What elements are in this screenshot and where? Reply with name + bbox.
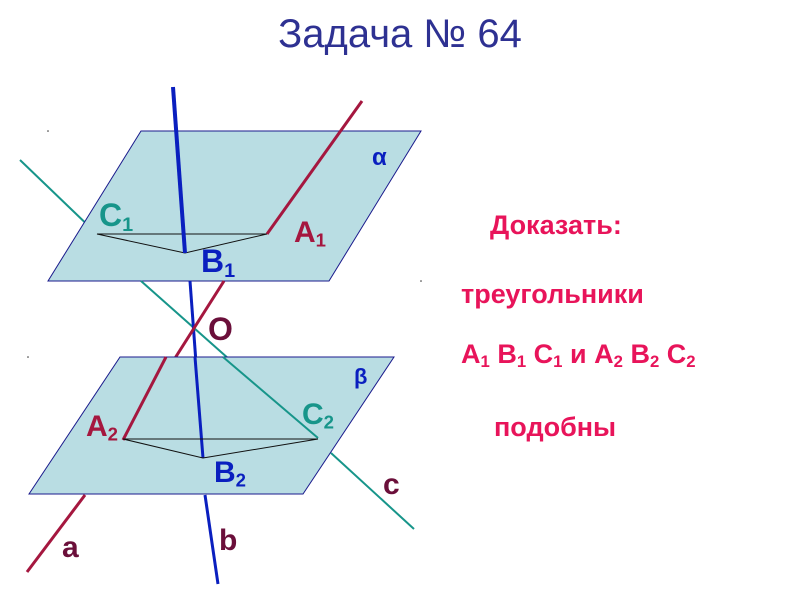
stray-dot <box>27 356 29 358</box>
line-c-upper <box>19 159 98 235</box>
point-c1-label: C1 <box>99 197 134 236</box>
stray-dot <box>47 130 49 132</box>
triangle-a2b2c2 <box>122 438 319 459</box>
line-a-bottom <box>25 494 87 573</box>
point-o-label: O <box>208 311 233 347</box>
line-c-on-beta <box>222 356 319 439</box>
line-b-top <box>171 86 187 254</box>
line-c-bottom <box>330 452 415 530</box>
line-b-on-beta <box>193 356 205 459</box>
line-c-label: c <box>383 468 400 501</box>
line-a-on-beta <box>121 356 168 441</box>
point-b1-label: B1 <box>201 243 236 282</box>
task-line-similar: подобны <box>494 412 617 442</box>
line-b-bottom <box>203 494 220 585</box>
plane-alpha-label: α <box>372 144 387 171</box>
plane-beta-label: β <box>354 364 368 389</box>
point-c2-label: C2 <box>302 398 335 433</box>
slide-title: Задача № 64 <box>278 12 522 56</box>
line-b-label: b <box>219 524 238 557</box>
stray-dot <box>420 280 422 282</box>
line-a-label: a <box>62 531 79 564</box>
point-a1-label: A1 <box>294 216 327 251</box>
task-line-triangles: треугольники <box>461 279 644 309</box>
plane-beta <box>28 356 395 495</box>
point-a2-label: A2 <box>86 410 119 445</box>
line-a-top <box>265 100 364 235</box>
point-b2-label: B2 <box>214 456 247 491</box>
task-heading: Доказать: <box>490 210 622 240</box>
task-line-triangle-names: A1 B1 C1 и A2 B2 C2 <box>461 339 696 372</box>
